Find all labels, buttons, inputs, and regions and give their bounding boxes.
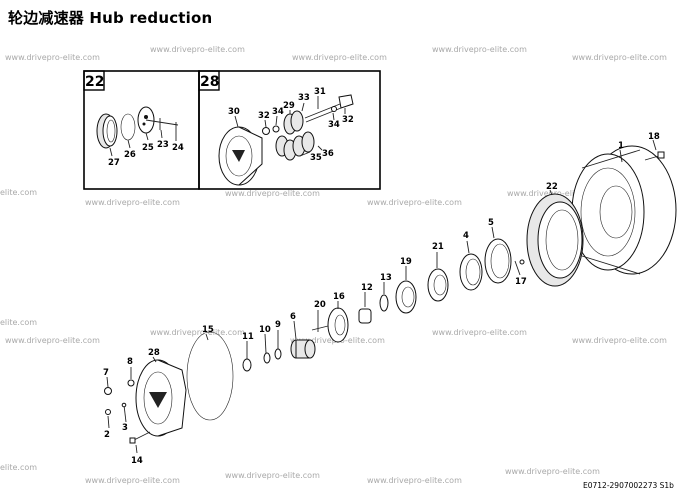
label-15: 15 xyxy=(202,325,214,335)
page-title: 轮边减速器 Hub reduction xyxy=(8,9,213,27)
label-12: 12 xyxy=(361,283,373,293)
label-25: 25 xyxy=(142,143,154,153)
box-label-28: 28 xyxy=(200,74,219,90)
label-24: 24 xyxy=(172,143,184,153)
label-14: 14 xyxy=(131,456,143,466)
label-13: 13 xyxy=(380,273,392,283)
label-17: 17 xyxy=(515,277,527,287)
watermark: www.drivepro-elite.com xyxy=(505,467,600,476)
label-36: 36 xyxy=(322,149,334,159)
watermark: www.drivepro-elite.com xyxy=(150,328,245,337)
label-2: 2 xyxy=(104,430,110,440)
watermark: www.drivepro-elite.com xyxy=(507,189,602,198)
watermark: www.drivepro-elite.com xyxy=(367,476,462,485)
watermark: www.drivepro-elite.com xyxy=(432,45,527,54)
label-5: 5 xyxy=(488,218,494,228)
watermark-edge: elite.com xyxy=(0,188,37,197)
label-9: 9 xyxy=(275,320,281,330)
label-3: 3 xyxy=(122,423,128,433)
label-6: 6 xyxy=(290,312,296,322)
label-7: 7 xyxy=(103,368,109,378)
label-16: 16 xyxy=(333,292,345,302)
label-30: 30 xyxy=(228,107,240,117)
watermarks: www.drivepro-elite.com www.drivepro-elit… xyxy=(0,45,667,485)
label-23: 23 xyxy=(157,140,169,150)
label-1: 1 xyxy=(618,141,624,151)
label-35: 35 xyxy=(310,153,322,163)
label-10: 10 xyxy=(259,325,271,335)
watermark: www.drivepro-elite.com xyxy=(5,53,100,62)
label-31: 31 xyxy=(314,87,326,97)
watermark: www.drivepro-elite.com xyxy=(572,53,667,62)
label-22: 22 xyxy=(546,182,558,192)
watermark: www.drivepro-elite.com xyxy=(572,336,667,345)
label-34: 34 xyxy=(272,107,284,117)
watermark: www.drivepro-elite.com xyxy=(225,189,320,198)
label-20: 20 xyxy=(314,300,326,310)
label-28: 28 xyxy=(148,348,160,358)
label-27: 27 xyxy=(108,158,120,168)
watermark-edge: elite.com xyxy=(0,318,37,327)
watermark-edge: elite.com xyxy=(0,463,37,472)
label-8: 8 xyxy=(127,357,133,367)
watermark: www.drivepro-elite.com xyxy=(292,53,387,62)
label-18: 18 xyxy=(648,132,660,142)
main-assembly: 1 18 22 5 4 21 17 19 xyxy=(103,132,677,466)
watermark: www.drivepro-elite.com xyxy=(150,45,245,54)
label-29: 29 xyxy=(283,101,295,111)
label-19: 19 xyxy=(400,257,412,267)
label-32: 32 xyxy=(342,115,354,125)
watermark: www.drivepro-elite.com xyxy=(367,198,462,207)
label-33: 33 xyxy=(298,93,310,103)
watermark: www.drivepro-elite.com xyxy=(85,198,180,207)
detail-box-28: 28 30 32 34 29 33 xyxy=(198,70,381,190)
watermark: www.drivepro-elite.com xyxy=(225,471,320,480)
label-26: 26 xyxy=(124,150,136,160)
label-11: 11 xyxy=(242,332,254,342)
detail-box-22: 22 27 26 25 23 24 xyxy=(83,70,200,190)
watermark: www.drivepro-elite.com xyxy=(5,336,100,345)
label-34: 34 xyxy=(328,120,340,130)
watermark: www.drivepro-elite.com xyxy=(432,328,527,337)
label-32: 32 xyxy=(258,111,270,121)
drawing-code: E0712-2907002273 S1b xyxy=(583,481,674,490)
label-4: 4 xyxy=(463,231,469,241)
label-21: 21 xyxy=(432,242,444,252)
box-label-22: 22 xyxy=(85,74,104,90)
watermark: www.drivepro-elite.com xyxy=(85,476,180,485)
